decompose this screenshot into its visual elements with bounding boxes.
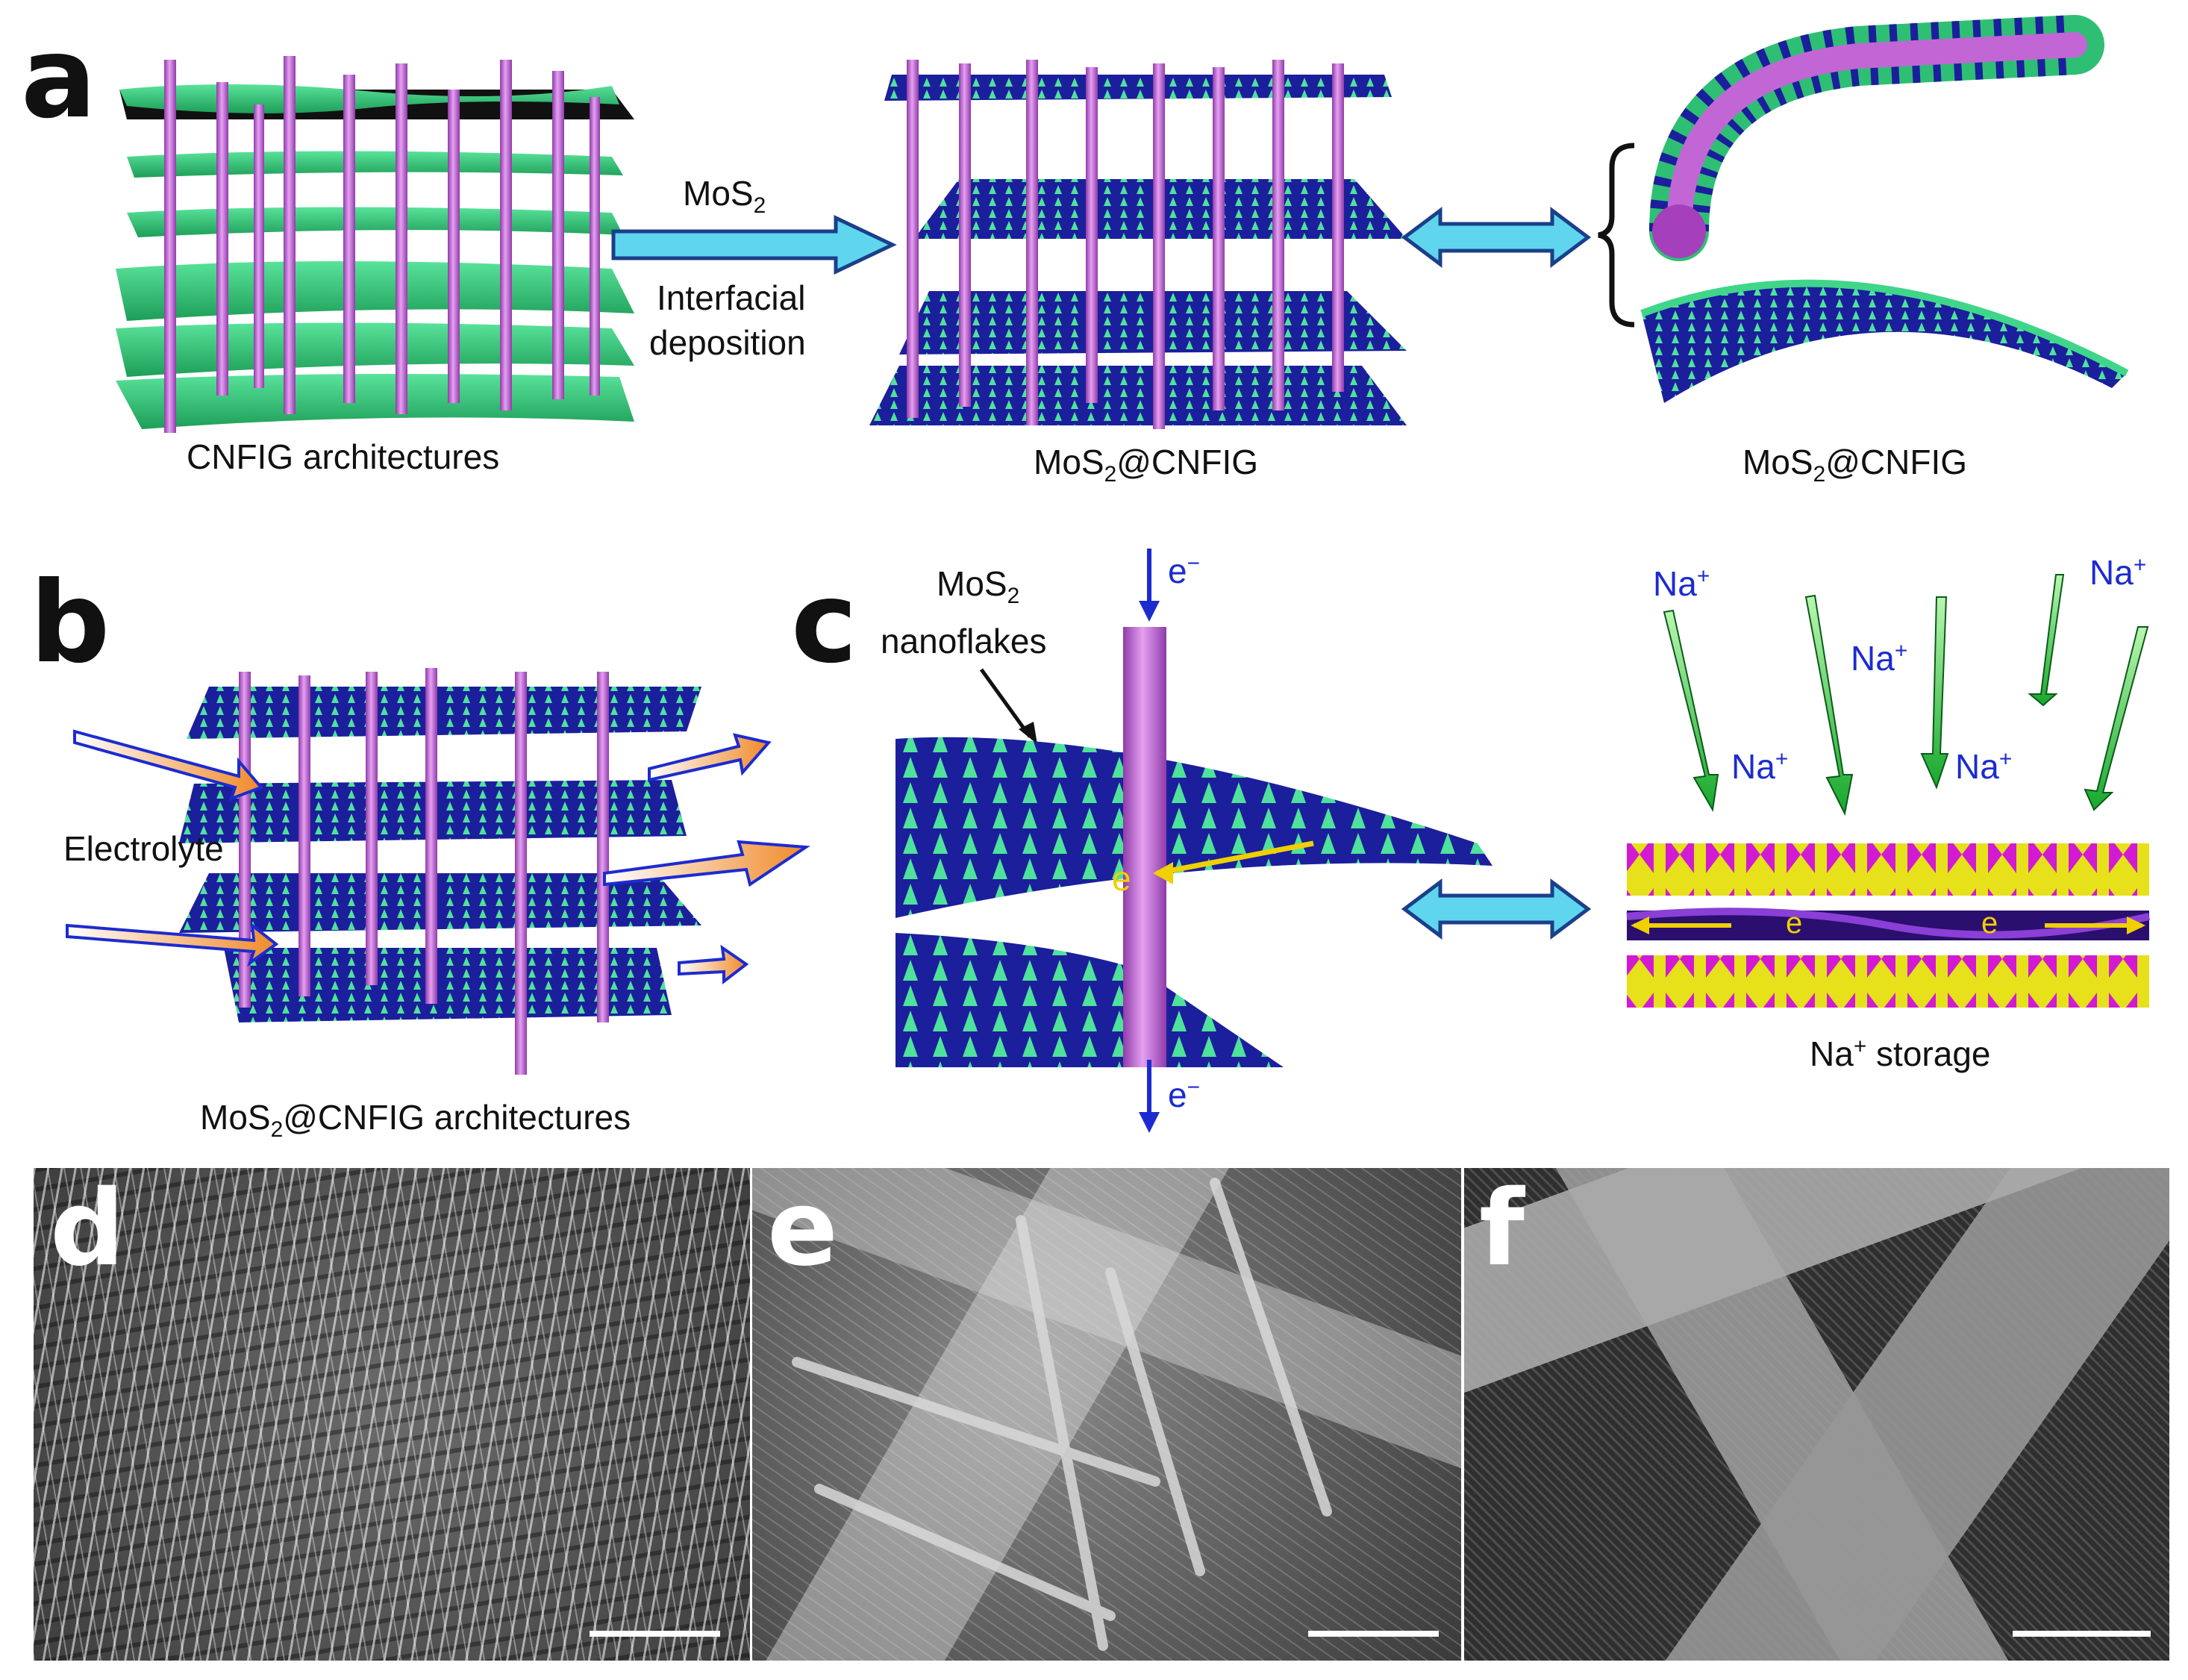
na-ion-3-base: Na: [1851, 639, 1895, 678]
arrow-label-interfacial: Interfacial: [657, 278, 806, 317]
mos2-label-sub: 2: [1007, 584, 1020, 609]
mos2-label: MoS2: [937, 563, 1019, 609]
cnfig-architecture-illustration: [116, 56, 634, 433]
mos2-subscript: 2: [753, 193, 766, 219]
storage-rest: storage: [1866, 1034, 1991, 1073]
electron-bottom-base: e: [1168, 1075, 1187, 1114]
na-ion-label-2: Na+: [1731, 746, 1788, 787]
electron-label-mid: e: [1112, 859, 1131, 898]
caption-mos2-cnfig-right: MoS2@CNFIG: [1742, 442, 1967, 487]
na-ion-1-sup: +: [1696, 563, 1710, 589]
nanoflakes-pointer-arrow: [979, 668, 1037, 744]
storage-sup: +: [1853, 1034, 1867, 1059]
electron-out-arrow: [1139, 1060, 1160, 1133]
na-ion-2-sup: +: [1775, 746, 1789, 772]
electron-in-arrow: [1139, 549, 1160, 622]
caption-b-sub: 2: [270, 1117, 284, 1143]
scale-bar-d: [590, 1631, 720, 1637]
caption-b-rest: @CNFIG architectures: [283, 1098, 631, 1137]
electron-bottom-sup: −: [1187, 1075, 1201, 1100]
panel-letter-c: c: [791, 558, 857, 688]
sem-image-f: f: [1464, 1168, 2169, 1661]
caption-mid-rest: @CNFIG: [1116, 443, 1259, 481]
caption-right-rest: @CNFIG: [1825, 443, 1968, 481]
na-ion-5-base: Na: [2089, 553, 2134, 592]
caption-b-base: MoS: [200, 1098, 271, 1137]
na-ion-label-4: Na+: [1955, 746, 2012, 787]
na-ion-2-base: Na: [1731, 747, 1775, 786]
electron-label-bottom: e−: [1168, 1075, 1200, 1115]
caption-right-base: MoS: [1742, 443, 1813, 481]
caption-mid-sub: 2: [1104, 462, 1117, 487]
caption-cnfig-architectures: CNFIG architectures: [187, 437, 500, 476]
electrolyte-label: Electrolyte: [63, 829, 224, 868]
na-ion-label-5: Na+: [2089, 552, 2146, 593]
panel-letter-d: d: [50, 1168, 125, 1290]
coated-sheet-illustration: [1640, 279, 2129, 403]
double-arrow-a: [1401, 207, 1592, 268]
scale-bar-f: [2013, 1631, 2151, 1637]
storage-base: Na: [1810, 1034, 1854, 1073]
sem-image-e: e: [752, 1168, 1461, 1661]
mos2-layered-structure: [1626, 843, 2151, 1008]
caption-mid-base: MoS: [1034, 443, 1104, 481]
na-ion-label-1: Na+: [1653, 563, 1710, 604]
na-ion-arrows: [1663, 574, 2149, 816]
nanoflakes-label: nanoflakes: [881, 622, 1047, 661]
arrow-label-deposition: deposition: [649, 323, 806, 362]
electron-label-layer-2: e: [1981, 907, 1998, 940]
electron-top-base: e: [1168, 552, 1187, 590]
na-ion-4-sup: +: [1998, 746, 2013, 772]
double-arrow-c: [1401, 878, 1592, 940]
arrow-label-mos2: MoS2: [683, 173, 766, 219]
caption-mos2-cnfig-architectures: MoS2@CNFIG architectures: [200, 1097, 631, 1143]
nanofibers-overlay-e: [792, 1178, 1332, 1651]
na-ion-3-sup: +: [1894, 638, 1908, 663]
na-ion-label-3: Na+: [1851, 638, 1907, 678]
mos2-cnfig-illustration: [869, 60, 1407, 429]
caption-na-storage: Na+ storage: [1810, 1034, 1991, 1074]
caption-right-sub: 2: [1813, 462, 1826, 487]
mos2-label-base: MoS: [937, 564, 1007, 603]
electron-label-layer-1: e: [1786, 907, 1803, 940]
panel-letter-f: f: [1479, 1168, 1525, 1290]
nanofiber-cross-section-illustration: [895, 627, 1492, 1067]
scale-bar-e: [1308, 1631, 1439, 1637]
na-ion-4-base: Na: [1955, 747, 1999, 786]
panel-letter-b: b: [30, 558, 110, 688]
mos2-text: MoS: [683, 174, 754, 213]
na-ion-1-base: Na: [1653, 564, 1697, 603]
electron-top-sup: −: [1187, 551, 1201, 576]
electrolyte-arrows: [66, 729, 810, 985]
mos2-cnfig-electrolyte-illustration: [179, 668, 701, 1075]
na-ion-5-sup: +: [2133, 552, 2147, 578]
coated-nanofiber-illustration: [1649, 15, 2104, 261]
electron-label-top: e−: [1168, 551, 1200, 591]
brace: [1598, 143, 1635, 328]
deposition-arrow: [611, 215, 897, 275]
panel-letter-a: a: [21, 13, 97, 143]
panel-letter-e: e: [767, 1168, 838, 1290]
caption-mos2-cnfig-middle: MoS2@CNFIG: [1034, 442, 1258, 487]
sem-image-d: d: [34, 1168, 750, 1661]
